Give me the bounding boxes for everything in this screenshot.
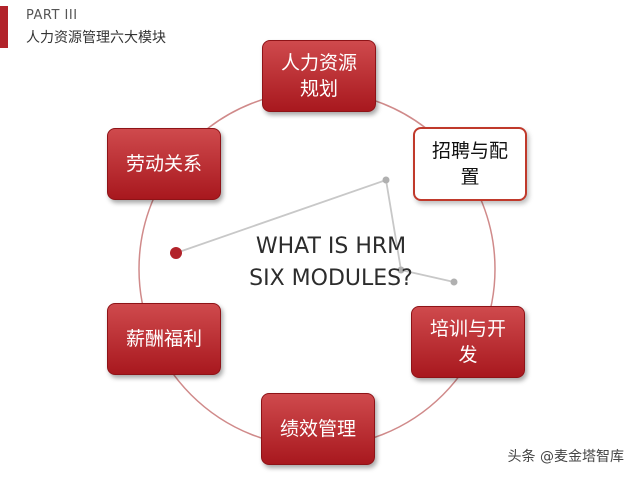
module-hr-planning-line-1: 人力资源 (280, 52, 357, 74)
module-labor-relations[interactable]: 劳动关系 (107, 128, 221, 200)
module-hr-planning-line-2: 规划 (299, 78, 338, 100)
module-recruitment-line-2: 置 (460, 166, 480, 188)
section-title: 人力资源管理六大模块 (26, 30, 166, 46)
center-line-2: SIX MODULES? (249, 266, 413, 291)
connector-line (175, 178, 455, 283)
module-training[interactable]: 培训与开 发 (411, 306, 525, 378)
module-labor-relations-label: 劳动关系 (125, 153, 202, 175)
module-performance[interactable]: 绩效管理 (261, 393, 375, 465)
part-label: PART III (26, 8, 78, 23)
module-compensation-label: 薪酬福利 (125, 328, 202, 350)
center-line-1: WHAT IS HRM (255, 234, 407, 259)
connector-node-right (450, 278, 458, 286)
center-question: WHAT IS HRM SIX MODULES? (236, 231, 426, 295)
watermark: 头条 @麦金塔智库 (507, 449, 624, 465)
module-training-line-1: 培训与开 (429, 318, 506, 340)
module-recruitment[interactable]: 招聘与配 置 (413, 127, 527, 201)
module-training-line-2: 发 (458, 344, 478, 366)
connector-node-upper (382, 176, 390, 184)
module-performance-label: 绩效管理 (279, 418, 356, 440)
module-compensation[interactable]: 薪酬福利 (107, 303, 221, 375)
module-recruitment-line-1: 招聘与配 (431, 140, 508, 162)
connector-node-middle (397, 266, 405, 274)
accent-bar (0, 6, 8, 48)
module-hr-planning[interactable]: 人力资源 规划 (262, 40, 376, 112)
connector-node-red (170, 247, 182, 259)
